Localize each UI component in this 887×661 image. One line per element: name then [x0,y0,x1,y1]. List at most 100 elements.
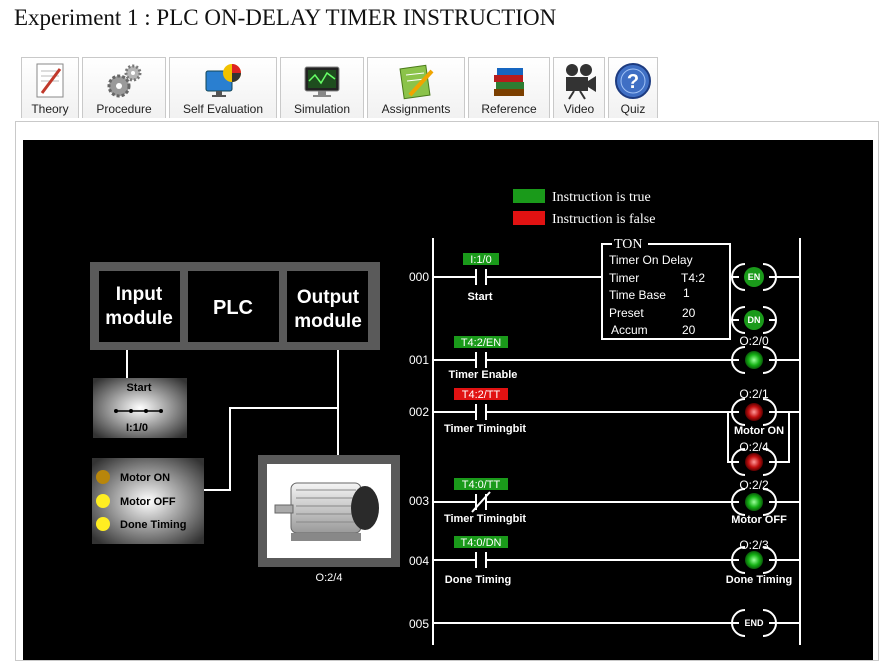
contact-tag-002: T4:2/TT [462,389,501,401]
coil-o24 [731,448,777,476]
coil-end-label: END [744,618,764,628]
tab-simulation[interactable]: Simulation [280,57,364,118]
video-camera-icon [566,64,596,100]
rung-number-004: 004 [409,554,429,568]
motor-address: O:2/4 [316,572,343,584]
rung-number-000: 000 [409,270,429,284]
start-switch-panel[interactable]: Start I:1/0 [93,378,187,438]
contact-tag-bg-000 [463,253,499,265]
coil-end: END [731,609,777,637]
contact-done-timing[interactable] [475,552,487,568]
assignment-pen-icon [399,64,434,100]
contact-caption-000: Start [467,291,492,303]
coil-o21 [731,398,777,426]
plc-block-diagram: Input module PLC Output module [90,262,380,350]
motor-image [258,455,400,567]
done-timing-lamp-label: Done Timing [120,519,186,531]
output-module-line1: Output [297,287,360,308]
ton-preset-value: 20 [682,306,696,320]
question-icon: ? [615,63,651,99]
contact-timer-timingbit-003[interactable] [471,491,491,513]
rung-number-001: 001 [409,353,429,367]
ton-subtitle: Timer On Delay [609,253,693,267]
tab-self-evaluation-label: Self Evaluation [182,102,264,116]
rung-number-005: 005 [409,617,429,631]
theory-icon [36,63,64,98]
contact-caption-001: Timer Enable [449,369,518,381]
rung-number-003: 003 [409,494,429,508]
contact-timer-enable[interactable] [475,352,487,368]
ton-title: TON [614,237,643,252]
input-module-line1: Input [116,284,163,305]
output-module-line2: module [294,311,362,332]
simulation-panel: Instruction is true Instruction is false… [23,140,873,660]
block-wiring [126,350,339,491]
legend-false-swatch [513,211,545,225]
tab-procedure[interactable]: Procedure [82,57,166,118]
contact-caption-004: Done Timing [445,574,511,586]
ton-timer-block: TON Timer On Delay Timer T4:2 Time Base … [601,236,731,340]
coil-en-label: EN [748,272,761,282]
coil-en: EN [731,263,777,291]
ton-timer-value: T4:2 [681,271,705,285]
tab-reference-label: Reference [481,102,537,116]
ton-accum-label: Accum [611,323,648,337]
motor-on-lamp [96,470,110,484]
coil-o21-caption: Motor ON [734,425,784,437]
tab-video[interactable]: Video [553,57,605,118]
motor-on-lamp-label: Motor ON [120,472,170,484]
tab-theory[interactable]: Theory [21,57,79,118]
motor-off-lamp [96,494,110,508]
coil-dn: DN [731,306,777,334]
coil-o22-address: O:2/2 [739,478,769,492]
coil-o23-caption: Done Timing [726,574,792,586]
tab-assignments[interactable]: Assignments [367,57,465,118]
tab-theory-label: Theory [31,102,69,116]
monitor-chart-icon [205,64,241,97]
legend-false-label: Instruction is false [552,212,655,227]
legend-true-swatch [513,189,545,203]
contact-caption-002: Timer Timingbit [444,423,526,435]
coil-o24-address: O:2/4 [739,440,769,454]
coil-o22-caption: Motor OFF [731,514,787,526]
indicator-panel: Motor ON Motor OFF Done Timing [92,458,204,544]
tab-procedure-label: Procedure [96,102,152,116]
ton-timebase-value: 1 [683,286,690,300]
tab-assignments-label: Assignments [381,102,451,116]
start-switch-label: Start [126,382,151,394]
coil-dn-label: DN [748,315,761,325]
contact-tag-001: T4:2/EN [461,337,501,349]
done-timing-lamp [96,517,110,531]
tab-quiz[interactable]: ? Quiz [608,57,658,118]
contact-tag-003: T4:0/TT [462,479,501,491]
contact-timer-timingbit-002[interactable] [475,404,487,420]
contact-tag-bg-003 [454,478,508,490]
tab-self-evaluation[interactable]: Self Evaluation [169,57,277,118]
input-module-line2: module [105,308,173,329]
contact-tag-bg-004 [454,536,508,548]
coil-o23 [731,546,777,574]
tab-reference[interactable]: Reference [468,57,550,118]
ton-accum-value: 20 [682,323,696,337]
tab-video-label: Video [563,102,595,116]
contact-tag-004: T4:0/DN [461,537,502,549]
ton-preset-label: Preset [609,306,644,320]
tab-quiz-label: Quiz [620,102,646,116]
books-icon [494,68,524,96]
contact-caption-003: Timer Timingbit [444,513,526,525]
motor-off-lamp-label: Motor OFF [120,496,176,508]
plc-label: PLC [213,297,253,319]
coil-o20-address: O:2/0 [739,334,769,348]
contact-start[interactable] [475,269,487,285]
rung-number-002: 002 [409,405,429,419]
ton-timer-label: Timer [609,271,639,285]
ton-timebase-label: Time Base [609,288,666,302]
legend-true-label: Instruction is true [552,190,651,205]
contact-tag-000: I:1/0 [470,254,491,266]
coil-o23-address: O:2/3 [739,538,769,552]
coil-o21-address: O:2/1 [739,387,769,401]
contact-tag-bg-001 [454,336,508,348]
page-title: Experiment 1 : PLC ON-DELAY TIMER INSTRU… [14,5,557,30]
coil-o22 [731,488,777,516]
start-switch-address: I:1/0 [126,422,148,434]
